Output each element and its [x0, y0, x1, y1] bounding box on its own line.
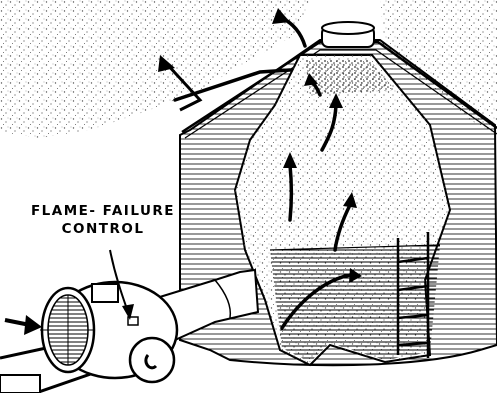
callout-line-1: FLAME- FAILURE [18, 202, 188, 220]
flame-failure-control-label: FLAME- FAILURE CONTROL [18, 202, 188, 238]
roof-vent-cap [322, 22, 374, 47]
callout-line-2: CONTROL [18, 220, 188, 238]
intake-arrow [5, 315, 42, 335]
